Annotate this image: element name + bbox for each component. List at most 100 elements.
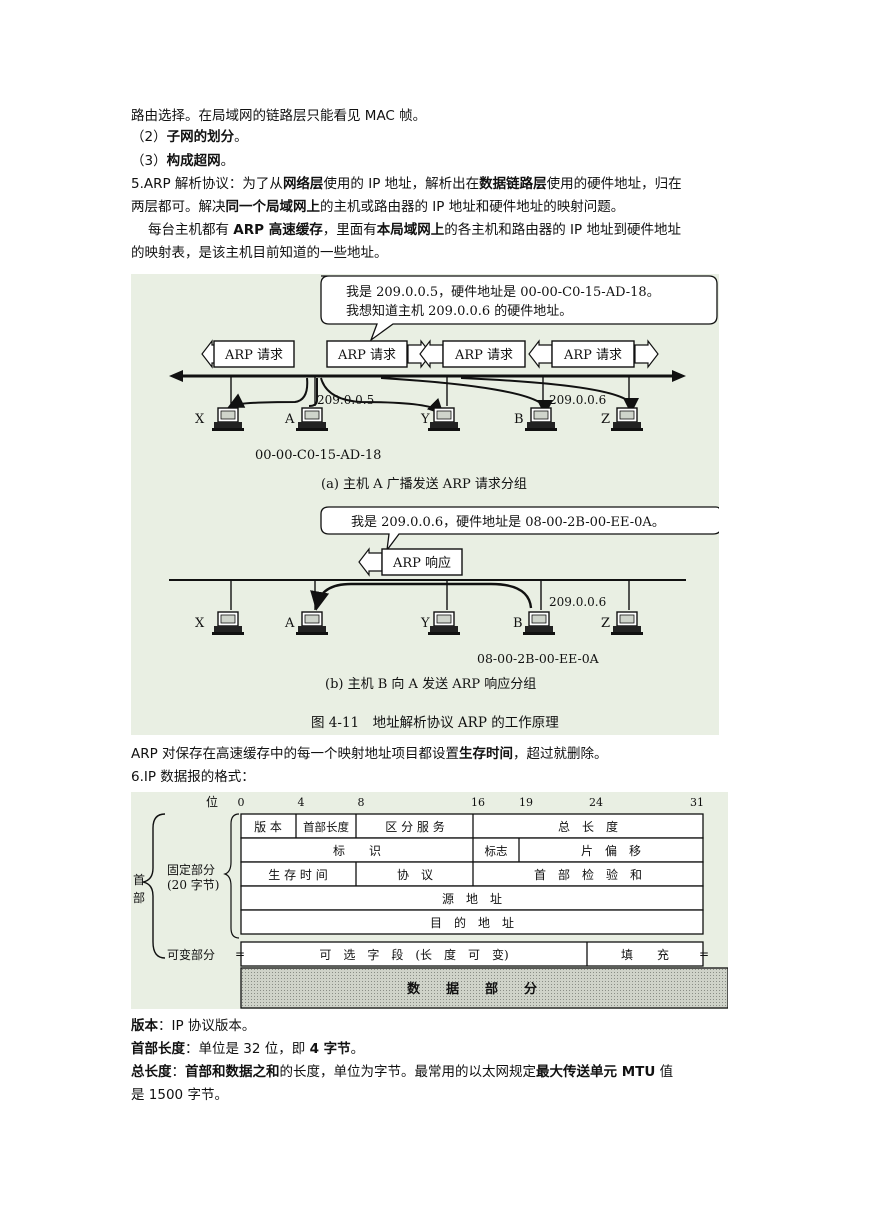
header-brace xyxy=(142,813,166,959)
arp-request-label: ARP 请求 xyxy=(337,348,396,363)
text-span: 的映射表，是该主机目前知道的一些地址。 xyxy=(131,245,388,261)
bold-term: 生存时间 xyxy=(459,746,514,762)
bit-tick: 31 xyxy=(690,796,704,809)
ip-b-label: 209.0.0.6 xyxy=(549,393,606,407)
text-span: 路由选择。在局域网的链路层只能看见 MAC 帧。 xyxy=(131,108,427,124)
arp-figure: 我是 209.0.0.5，硬件地址是 00-00-C0-15-AD-18。 我想… xyxy=(131,274,719,735)
arp-request-label: ARP 请求 xyxy=(563,348,622,363)
field-padding: 填 充 xyxy=(621,947,669,962)
bold-term: 本局域网上 xyxy=(376,222,445,238)
computer-icon xyxy=(211,611,245,636)
text-span: ： xyxy=(171,1064,186,1080)
arp-request-group-3: ARP 请求 xyxy=(419,340,526,368)
bold-term: 最大传送单元 MTU xyxy=(536,1064,656,1080)
caption-b: (b) 主机 B 向 A 发送 ARP 响应分组 xyxy=(325,676,536,692)
computer-icon xyxy=(427,407,461,432)
text-span: 使用的 IP 地址，解析出在 xyxy=(323,176,480,192)
arp-reply-label: ARP 响应 xyxy=(392,555,451,571)
host-x-label: X xyxy=(195,616,205,631)
field-header-length: 首部长度 xyxy=(303,820,349,834)
arp-reply-group: ARP 响应 xyxy=(358,548,463,576)
bit-tick: 19 xyxy=(519,796,533,809)
bold-term: 首部长度 xyxy=(131,1041,185,1057)
ip-b-label: 209.0.0.6 xyxy=(549,595,606,609)
header-label: 部 xyxy=(133,890,145,905)
text-span: ：单位是 32 位，即 xyxy=(185,1041,310,1057)
computer-icon xyxy=(522,611,556,636)
bits-label: 位 xyxy=(206,794,218,809)
text-line-13: 是 1500 字节。 xyxy=(131,1085,228,1105)
text-span: 两层都可。解决 xyxy=(131,199,226,215)
bold-term: 4 字节 xyxy=(309,1041,351,1057)
bold-term: 网络层 xyxy=(282,176,324,192)
host-z-label: Z xyxy=(601,616,610,631)
text-span: （2） xyxy=(131,129,167,145)
variable-part-label: 可变部分 xyxy=(167,947,215,962)
text-line-3: （3）构成超网。 xyxy=(131,151,234,171)
arp-request-label: ARP 请求 xyxy=(454,348,513,363)
field-data: 数 据 部 分 xyxy=(407,981,537,997)
bubble-b-text: 我是 209.0.0.6，硬件地址是 08-00-2B-00-EE-0A。 xyxy=(351,515,665,530)
field-destination-address: 目 的 地 址 xyxy=(430,915,514,930)
text-line-7: 的映射表，是该主机目前知道的一些地址。 xyxy=(131,243,388,263)
host-y-label: Y xyxy=(420,412,430,427)
text-span: 。 xyxy=(350,1041,365,1057)
caption-a: (a) 主机 A 广播发送 ARP 请求分组 xyxy=(321,476,527,492)
text-line-1: 路由选择。在局域网的链路层只能看见 MAC 帧。 xyxy=(131,106,426,126)
field-flags: 标志 xyxy=(485,844,508,858)
figure-title: 图 4-11 地址解析协议 ARP 的工作原理 xyxy=(311,715,559,731)
host-a-label: A xyxy=(284,412,295,427)
host-b-label: B xyxy=(513,616,523,631)
arp-request-group-4: ARP 请求 xyxy=(528,340,659,368)
data-part-block xyxy=(240,967,728,1009)
speech-bubble-b xyxy=(320,506,719,553)
text-span: 5.ARP 解析协议：为了从 xyxy=(131,176,283,192)
text-span: 是 1500 字节。 xyxy=(131,1087,228,1103)
arp-diagram: 我是 209.0.0.5，硬件地址是 00-00-C0-15-AD-18。 我想… xyxy=(169,275,719,731)
header-label: 首 xyxy=(133,873,145,887)
text-line-5: 两层都可。解决同一个局域网上的主机或路由器的 IP 地址和硬件地址的映射问题。 xyxy=(131,197,624,217)
fixed-part-size: (20 字节) xyxy=(167,877,219,892)
field-source-address: 源 地 址 xyxy=(442,892,502,906)
host-x-label: X xyxy=(195,412,205,427)
bold-term: 数据链路层 xyxy=(479,176,547,192)
ip-datagram-figure: 位 0 4 8 16 19 24 31 首 部 固定部分 (20 字节) 可变部… xyxy=(131,792,728,1009)
text-line-4: 5.ARP 解析协议：为了从网络层使用的 IP 地址，解析出在数据链路层使用的硬… xyxy=(131,174,682,194)
fixed-part-label: 固定部分 xyxy=(167,862,215,877)
text-span: 的各主机和路由器的 IP 地址到硬件地址 xyxy=(444,222,681,238)
text-line-8: ARP 对保存在高速缓存中的每一个映射地址项目都设置生存时间，超过就删除。 xyxy=(131,744,608,764)
arp-request-label: ARP 请求 xyxy=(224,348,283,363)
bit-tick: 4 xyxy=(298,796,305,809)
host-a-label: A xyxy=(284,616,295,631)
bit-tick: 24 xyxy=(589,796,603,809)
text-span: ，超过就删除。 xyxy=(513,746,608,762)
ip-datagram-diagram: 位 0 4 8 16 19 24 31 首 部 固定部分 (20 字节) 可变部… xyxy=(133,794,728,1009)
text-span: 。 xyxy=(220,153,235,169)
computer-icon xyxy=(295,407,329,432)
arp-request-group-1: ARP 请求 xyxy=(201,340,295,368)
ip-a-label: 209.0.0.5 xyxy=(317,393,374,407)
text-line-6: 每台主机都有 ARP 高速缓存，里面有本局域网上的各主机和路由器的 IP 地址到… xyxy=(148,220,681,240)
text-span: 值 xyxy=(655,1064,674,1080)
bold-term: 构成超网 xyxy=(166,153,221,169)
host-b-label: B xyxy=(514,412,524,427)
fixed-part-brace xyxy=(223,813,240,939)
text-span: ARP 对保存在高速缓存中的每一个映射地址项目都设置 xyxy=(131,746,460,762)
field-protocol: 协 议 xyxy=(397,867,433,882)
mac-a-label: 00-00-C0-15-AD-18 xyxy=(255,448,381,463)
computer-icon xyxy=(427,611,461,636)
text-line-12: 总长度：首部和数据之和的长度，单位为字节。最常用的以太网规定最大传送单元 MTU… xyxy=(131,1062,673,1082)
bold-term: ARP 高速缓存 xyxy=(233,222,323,238)
text-span: ，里面有 xyxy=(322,222,377,238)
field-version: 版 本 xyxy=(254,820,282,834)
text-line-10: 版本：IP 协议版本。 xyxy=(131,1016,255,1036)
text-span: ：IP 协议版本。 xyxy=(158,1018,256,1034)
arp-request-group-2: ARP 请求 xyxy=(326,340,432,368)
bit-tick: 8 xyxy=(358,796,365,809)
computer-icon xyxy=(295,611,329,636)
text-span: 。 xyxy=(234,129,248,145)
field-ttl: 生 存 时 间 xyxy=(268,868,327,882)
computer-icon xyxy=(610,611,644,636)
bubble-a-text-2: 我想知道主机 209.0.0.6 的硬件地址。 xyxy=(346,303,572,319)
bold-term: 版本 xyxy=(131,1018,158,1034)
